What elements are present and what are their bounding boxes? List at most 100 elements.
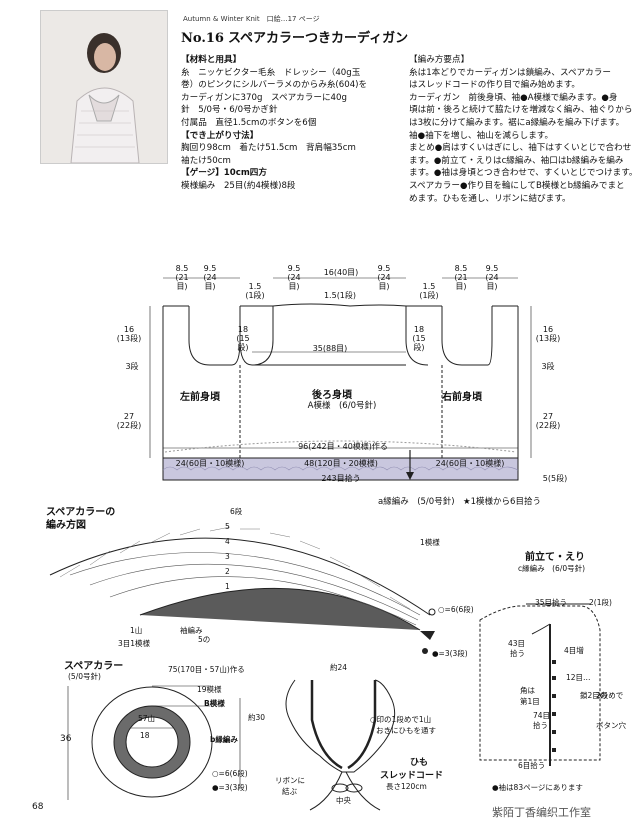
materials-line: 針 5/0号・6/0号かぎ針: [181, 105, 278, 116]
front-band-edge: c縁編み (6/0号針): [518, 564, 586, 573]
ribbon-width: 約24: [330, 663, 348, 672]
five-rows: 5(5段): [542, 474, 568, 483]
ribbon-label-1: リボンに: [275, 776, 305, 785]
chart-rows-label: 袖編み: [180, 626, 203, 635]
materials-line: 糸 ニッケビクター毛糸 ドレッシー（40g玉: [181, 67, 361, 78]
fb-bh-3: 鎖2目の: [580, 691, 608, 700]
small-collar-b: B模様: [204, 699, 225, 708]
ribbon-note-1: ○印の1段めで1山: [370, 715, 432, 724]
instructions-line: カーディガン 前後身頃、袖●A模様で編みます。●身: [409, 92, 618, 103]
fb-bh-1: 2段めで: [596, 691, 624, 700]
armhole-left-height: 18(15段): [236, 325, 250, 352]
fb-angle-2: 第1目: [520, 697, 540, 706]
small-collar-edge: b縁編み: [210, 735, 238, 744]
ribbon-center: 中央: [336, 796, 351, 805]
dim-top-2: 9.5(24目): [203, 264, 217, 291]
chart-row-4: 4: [225, 537, 230, 546]
instructions-line: 頃は前・後ろと続けて脇たけを増減なく編み、袖ぐりから: [409, 105, 633, 116]
materials-line: 巻）のピンクにシルバーラメのからみ糸(604)を: [181, 80, 368, 91]
ribbon-label-2: 結ぶ: [282, 787, 297, 796]
fb-picks-43b: 拾う: [510, 649, 525, 658]
instructions-line: ます。●袖は身頃とつき合わせで、すくいとじでつけます。: [409, 168, 638, 179]
ribbon-diagram: [285, 679, 396, 811]
chart-row-3: 3: [225, 552, 230, 561]
height-left: 16(13段): [116, 325, 142, 343]
materials-line: 【でき上がり寸法】: [181, 130, 259, 141]
materials-line: カーディガンに370g スペアカラーに40g: [181, 92, 347, 103]
armhole-right-height: 18(15段): [412, 325, 426, 352]
small-collar-ring: [67, 685, 241, 800]
fb-sleeve-note: ●袖は83ページにあります: [492, 783, 583, 792]
instructions-line: スペアカラー●作り目を輪にしてB模様とb縁編みでまと: [409, 180, 625, 191]
instructions-line: ます。●前立て・えりはc縁編み、袖口はb縁編みを編み: [409, 155, 624, 166]
instructions-block: 【編み方要点】糸は1本どりでカーディガンは鎖編み、スペアカラーはスレッドコードの…: [409, 54, 640, 205]
fb-bh-2: ボタン穴: [596, 721, 626, 730]
materials-line: 胸回り98cm 着たけ51.5cm 背肩幅35cm: [181, 143, 356, 154]
chart-legend-circle: ○=6(6段): [438, 605, 474, 614]
instructions-line: はスレッドコードの作り目で編み始めます。: [409, 80, 581, 91]
materials-line: 袖たけ50cm: [181, 155, 231, 166]
small-collar-legend-a: ○=6(6段): [212, 769, 248, 778]
chart-one-peak: 1山: [130, 626, 143, 635]
label-left-front: 左前身頃: [180, 392, 220, 403]
step-right: 3段: [541, 362, 555, 371]
height-right: 16(13段): [535, 325, 561, 343]
chart-row-6: 6段: [230, 507, 243, 516]
side-left: 27(22段): [116, 412, 142, 430]
small-collar-30: 約30: [248, 713, 266, 722]
front-band-title: 前立て・えり: [525, 552, 585, 563]
edge-a-note: a縁編み (5/0号針) ★1模様から6目拾う: [378, 497, 541, 507]
fb-angle-1: 角は: [520, 686, 535, 695]
dim-top-6: 8.5(21目): [454, 264, 468, 291]
chart-row-5: 5: [225, 522, 230, 531]
ribbon-cord: スレッドコード: [380, 771, 444, 781]
chart-legend-dot: ●=3(3段): [432, 649, 468, 658]
chart-rows-count: 5の: [198, 635, 211, 644]
hem-right: 24(60目・10模様): [435, 459, 505, 468]
small-collar-19: 19模様: [197, 685, 222, 694]
step-left: 3段: [125, 362, 139, 371]
fb-r2: 2(1段): [589, 598, 612, 607]
model-illustration: [41, 11, 167, 163]
materials-line: 【材料と用具】: [181, 55, 242, 65]
materials-block: 【材料と用具】糸 ニッケビクター毛糸 ドレッシー（40g玉巻）のピンクにシルバー…: [181, 54, 406, 193]
small-collar-needle: (5/0号針): [68, 672, 101, 681]
chart-row-1: 1: [225, 582, 230, 591]
chart-row-2: 2: [225, 567, 230, 576]
instructions-line: 袖●袖下を増し、袖山を減らします。: [409, 130, 554, 141]
materials-line: 付属品 直径1.5cmのボタンを6個: [181, 117, 317, 128]
chain-cast-on: 96(242目・40模様)作る: [298, 442, 388, 451]
fb-picks-43: 43目: [508, 639, 526, 648]
dim-top-7: 9.5(24目): [485, 264, 499, 291]
dim-top-5: 9.5(24目): [377, 264, 391, 291]
model-photo: [40, 10, 168, 164]
fb-picks-6: 6目拾う: [518, 761, 546, 770]
dim-top-3: 9.5(24目): [287, 264, 301, 291]
small-collar-36: 36: [60, 734, 72, 744]
body-schematic: [149, 277, 532, 481]
instructions-line: は3枚に分けて編みます。裾にa縁編みを編み下げます。: [409, 117, 625, 128]
small-collar-legend-b: ●=3(3段): [212, 783, 248, 792]
fb-r12: 12目…: [566, 673, 591, 682]
materials-line: 【ゲージ】10cm四方: [181, 168, 267, 179]
small-collar-18: 18: [140, 731, 150, 740]
chart-one-pattern: 1模様: [420, 538, 440, 547]
ribbon-himo: ひも: [410, 758, 429, 768]
series-label: Autumn & Winter Knit 口絵…17 ページ: [183, 15, 320, 23]
collar-stitch-chart: [49, 526, 436, 654]
hem-left: 24(60目・10模様): [175, 459, 245, 468]
instructions-line: めます。ひもを通し、リボンに結びます。: [409, 193, 571, 204]
instructions-line: まとめ●肩はすくいはぎにし、袖下はすくいとじで合わせ: [409, 143, 632, 154]
shoulder-width: 35(88目): [312, 344, 348, 353]
ribbon-cord-length: 長さ120cm: [386, 782, 427, 791]
hem-center: 48(120目・20模様): [304, 459, 378, 468]
collar-chart-title: スペアカラーの編み方図: [46, 507, 116, 531]
dim-top-4: 16(40目): [323, 268, 359, 277]
armhole-left-depth: 1.5(1段): [245, 282, 265, 300]
fb-r74: 74目: [533, 711, 551, 720]
picks-up: 243目拾う: [321, 474, 361, 483]
armhole-right-depth: 1.5(1段): [419, 282, 439, 300]
label-back: 後ろ身頃: [312, 390, 352, 401]
fb-r74b: 拾う: [533, 721, 548, 730]
